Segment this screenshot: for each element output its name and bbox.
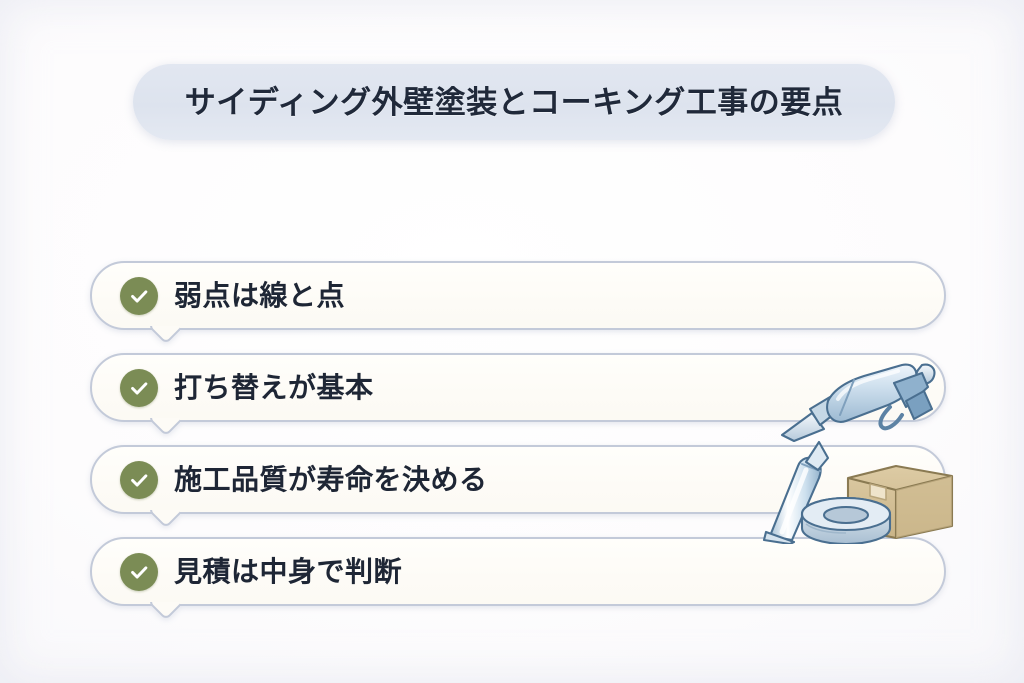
bubble-tail (150, 418, 180, 435)
bubble-tail (150, 602, 180, 619)
page-title: サイディング外壁塗装とコーキング工事の要点 (184, 84, 844, 120)
list-item: 見積は中身で判断 (90, 537, 946, 606)
list-item: 施工品質が寿命を決める (90, 445, 946, 514)
page-title-pill: サイディング外壁塗装とコーキング工事の要点 (133, 64, 895, 140)
check-circle-icon (120, 276, 158, 315)
check-circle-icon (120, 460, 158, 499)
check-circle-icon (120, 368, 158, 407)
list-item-label: 施工品質が寿命を決める (174, 463, 488, 495)
list-item-label: 打ち替えが基本 (174, 371, 374, 403)
bubble-tail (150, 510, 180, 527)
check-circle-icon (120, 552, 158, 591)
list-item: 弱点は線と点 (90, 261, 946, 330)
list-item: 打ち替えが基本 (90, 353, 946, 422)
list-item-label: 弱点は線と点 (174, 279, 346, 311)
list-item-label: 見積は中身で判断 (174, 555, 403, 587)
bubble-tail (150, 326, 180, 343)
